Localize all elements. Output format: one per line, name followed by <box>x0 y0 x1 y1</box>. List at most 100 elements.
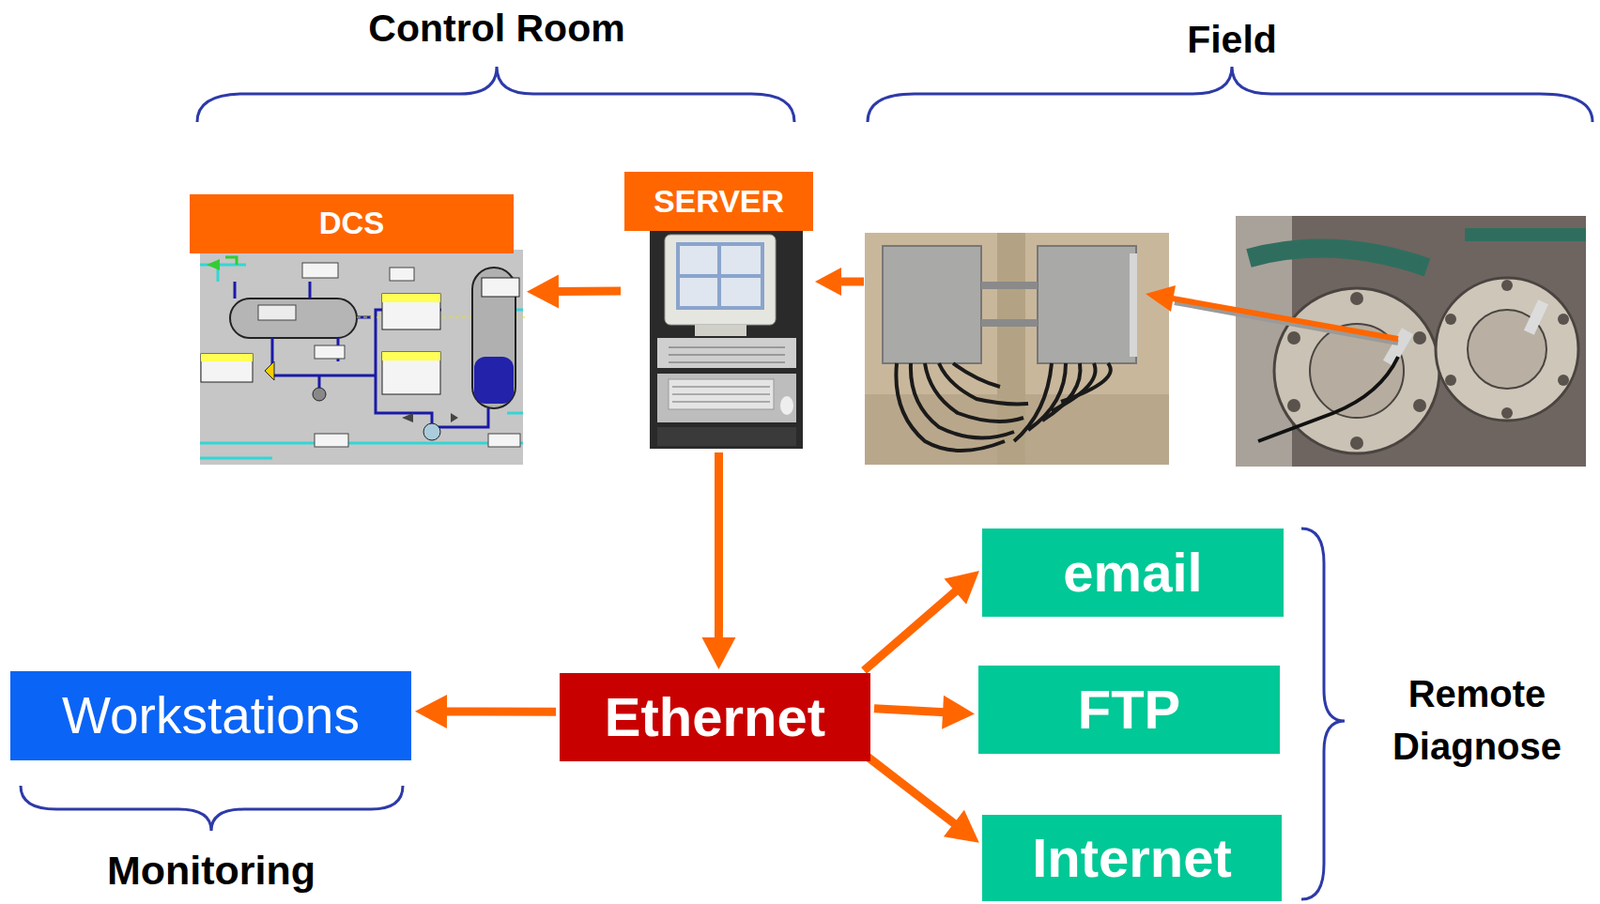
group-label: Monitoring <box>42 842 381 899</box>
compressor-photo-part <box>1464 228 1586 242</box>
dcs-screenshot-part <box>234 281 489 432</box>
arrow-head <box>943 570 979 605</box>
network-box: Ethernet <box>559 673 871 762</box>
junction-box-photo-part-part <box>1061 363 1111 402</box>
compressor-photo-part <box>1435 277 1579 421</box>
compressor-photo-part-part <box>1445 374 1457 386</box>
field-arrow-part <box>1174 302 1399 343</box>
junction-box-photo-part-part <box>1051 363 1096 412</box>
node-title: SERVER <box>653 184 785 219</box>
arrow-head <box>415 694 447 729</box>
title-bar: DCS <box>189 194 514 254</box>
junction-box-photo-part-part <box>924 363 1024 422</box>
flow-arrow <box>867 756 980 844</box>
flow-arrow <box>526 274 621 308</box>
field-arrow <box>815 267 1399 343</box>
node-title: Workstations <box>61 687 360 745</box>
dcs-screenshot-part <box>382 352 441 361</box>
flow-arrow <box>701 452 736 670</box>
dcs-screenshot-part <box>314 345 345 359</box>
junction-box-photo-part <box>864 232 1170 465</box>
node-title: FTP <box>1077 679 1182 740</box>
dcs-screenshot-part <box>264 361 275 381</box>
server-photo-part <box>679 277 718 307</box>
server-photo-part <box>780 396 794 416</box>
junction-box-photo-part-part <box>1014 363 1052 442</box>
dcs-screenshot-part <box>200 353 253 383</box>
server-photo-part <box>721 246 761 275</box>
dcs-screenshot-part <box>423 423 441 441</box>
junction-box-photo-part <box>997 232 1026 465</box>
node-title: Ethernet <box>604 687 826 748</box>
dcs-screenshot-part <box>488 433 521 447</box>
server-photo-part <box>676 242 765 310</box>
node-title: Internet <box>1031 828 1232 889</box>
server-photo-part <box>649 230 803 449</box>
compressor-photo-part <box>1287 279 1570 450</box>
compressor-photo-part-part <box>1501 279 1513 292</box>
title-bar: SERVER <box>624 171 814 231</box>
dcs-screenshot-part <box>200 261 524 459</box>
server-photo-part <box>664 234 776 325</box>
dcs-screenshot <box>200 249 526 465</box>
compressor-photo <box>1235 215 1586 467</box>
junction-box-photo-part-part <box>1042 363 1081 421</box>
arrow-shaft <box>714 452 724 640</box>
dcs-screenshot-part <box>382 352 441 395</box>
dcs-screenshot-part <box>258 305 296 321</box>
service-box: email <box>982 528 1284 617</box>
compressor-photo-part-part <box>1501 407 1513 419</box>
flow-arrow <box>863 570 980 671</box>
compressor-photo-part-part <box>1413 331 1427 345</box>
arrow-head <box>943 810 980 844</box>
dcs-screenshot-part <box>230 298 357 339</box>
junction-box-photo-part-part <box>953 363 1000 387</box>
junction-box-photo-part-part <box>938 363 1029 404</box>
arrow-shaft <box>445 707 556 716</box>
server-photo-part <box>668 347 785 363</box>
dcs-screenshot-part <box>206 259 220 271</box>
junction-box-photo-part <box>882 246 982 364</box>
group-label: Field <box>1109 13 1354 67</box>
arrow-head <box>701 637 736 670</box>
dcs-screenshot-part <box>302 262 339 278</box>
dcs-screenshot-part <box>382 293 441 303</box>
field-arrow-part <box>1172 298 1399 339</box>
server-photo-part <box>672 386 770 402</box>
server-photo-part <box>668 379 774 410</box>
brace <box>20 66 1593 900</box>
junction-box-photo-part <box>981 281 1038 290</box>
field-arrow-part <box>1145 285 1176 312</box>
workstations-box: Workstations <box>10 671 412 761</box>
server-photo-part <box>694 324 747 337</box>
server-photo <box>649 230 803 449</box>
group-label: Control Room <box>299 1 694 56</box>
dcs-screenshot-part <box>225 257 237 265</box>
dcs-screenshot-part <box>481 277 520 297</box>
flow-arrow <box>415 694 556 729</box>
dcs-screenshot-part <box>312 387 326 401</box>
compressor-photo-part-part <box>1445 313 1457 325</box>
dcs-screenshot-part <box>401 413 459 423</box>
compressor-photo-part-part <box>1557 313 1570 325</box>
service-box: Internet <box>982 815 1282 902</box>
group-label: Remote Diagnose <box>1359 667 1595 773</box>
compressor-photo-part-part <box>1413 399 1427 413</box>
node-title: DCS <box>319 206 385 241</box>
arrow-shaft <box>867 756 956 825</box>
arrow-shaft <box>556 286 621 296</box>
compressor-photo-part <box>1523 299 1549 336</box>
server-photo-part <box>657 427 797 447</box>
service-box: FTP <box>978 665 1280 754</box>
junction-box-photo-part <box>981 319 1038 327</box>
dcs-screenshot-part <box>200 353 253 362</box>
flow-arrow <box>874 695 975 730</box>
junction-box-photo-part-part <box>1028 363 1066 431</box>
brace-part <box>197 66 795 123</box>
junction-box-photo-part <box>895 363 1110 451</box>
compressor-photo-part-part <box>1350 436 1364 450</box>
dcs-screenshot-part <box>474 356 514 404</box>
